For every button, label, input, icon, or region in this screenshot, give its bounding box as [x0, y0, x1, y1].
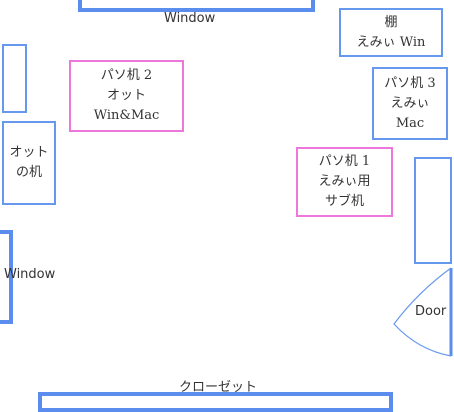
top-window	[78, 0, 315, 12]
otto-desk-line1: オット	[9, 145, 49, 160]
door-label: Door	[415, 304, 447, 319]
door-swing	[393, 267, 453, 357]
pc-desk-1-title: パソ机 1	[318, 154, 371, 169]
pc-desk-3-title: パソ机 3	[384, 75, 436, 91]
shelf-title: 棚	[384, 14, 398, 30]
otto-desk: オット の机	[2, 121, 56, 205]
pc-desk-3-os: Mac	[395, 115, 425, 131]
pc-desk-2-title: パソ机 2	[100, 68, 153, 83]
pc-desk-1-type: サブ机	[324, 194, 364, 209]
closet	[38, 392, 393, 412]
shelf-owner: えみぃ Win	[356, 34, 426, 50]
pc-desk-2-owner: オット	[106, 88, 146, 103]
left-window	[0, 230, 13, 324]
pc-desk-3: パソ机 3 えみぃ Mac	[372, 67, 448, 140]
pc-desk-2-os: Win&Mac	[93, 108, 160, 123]
left-window-label: Window	[4, 267, 56, 282]
otto-desk-line2: の机	[15, 165, 42, 180]
shelf: 棚 えみぃ Win	[339, 8, 443, 57]
left-top-rect	[2, 44, 27, 113]
pc-desk-1: パソ机 1 えみぃ用 サブ机	[296, 147, 393, 217]
pc-desk-3-owner: えみぃ	[390, 95, 430, 111]
top-window-label: Window	[164, 11, 216, 26]
pc-desk-1-user: えみぃ用	[318, 174, 371, 189]
pc-desk-2: パソ机 2 オット Win&Mac	[69, 60, 184, 132]
closet-label: クローゼット	[179, 380, 258, 395]
right-tall-rect	[414, 157, 452, 264]
